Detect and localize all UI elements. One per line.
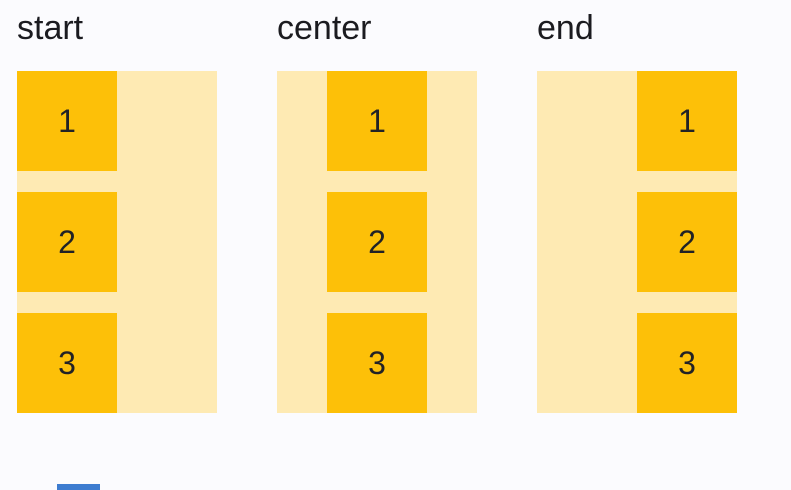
example-group-start: start 1 2 3 [17,8,217,413]
example-label-center: center [277,9,372,47]
example-group-center: center 1 2 3 [277,8,477,413]
item-container-center: 1 2 3 [277,71,477,413]
demo-item: 3 [637,313,737,413]
example-label-end: end [537,9,594,47]
demo-item: 2 [637,192,737,292]
item-container-start: 1 2 3 [17,71,217,413]
demo-item: 1 [327,71,427,171]
demo-item: 2 [327,192,427,292]
demo-item: 2 [17,192,117,292]
partially-visible-element [57,484,100,490]
demo-item: 3 [17,313,117,413]
alignment-examples-row: start 1 2 3 center 1 2 3 end 1 2 3 [17,8,737,413]
demo-item: 1 [637,71,737,171]
item-container-end: 1 2 3 [537,71,737,413]
example-label-start: start [17,9,84,47]
demo-item: 1 [17,71,117,171]
example-group-end: end 1 2 3 [537,8,737,413]
demo-item: 3 [327,313,427,413]
